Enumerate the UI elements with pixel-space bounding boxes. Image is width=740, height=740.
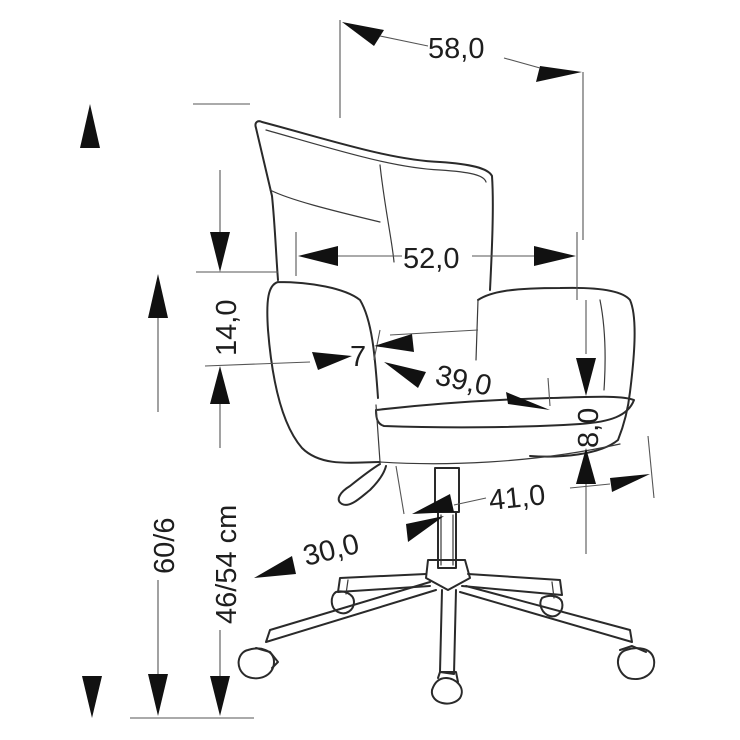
label-seat-depth: 39,0 (433, 360, 495, 403)
label-base-radius: 30,0 (300, 528, 363, 573)
chair-height-lever (337, 463, 387, 506)
arrow-base-radius-left (254, 556, 296, 578)
arrow-armrest-7-right (374, 334, 414, 352)
chair-star-base (265, 559, 633, 675)
arrow-overall-height-bottom (82, 676, 102, 718)
chair-drawing (237, 120, 656, 705)
arrow-seat-width-right (534, 246, 576, 266)
dimension-labels: 58,0 52,0 14,0 7 39,0 8,0 41,0 30,0 46/5… (149, 33, 605, 624)
arrow-armrest-height-bottom (148, 674, 168, 716)
label-armrest-height: 60/6 (149, 518, 181, 574)
arrow-total-width-left (342, 22, 384, 46)
chair-seat-cushion (375, 395, 635, 429)
arrow-base-radius-right (406, 516, 444, 542)
extension-lines (130, 20, 655, 719)
label-total-depth: 41,0 (487, 479, 546, 517)
dimension-arrows (80, 22, 650, 718)
arrow-armrest-height-top (148, 274, 168, 318)
label-armrest-7: 7 (350, 341, 366, 373)
chair-right-armrest (477, 286, 636, 458)
chair-backrest (254, 120, 494, 291)
arrow-overall-height-top (80, 104, 100, 148)
chair-backrest-inner (265, 129, 487, 263)
arrow-seat-thickness-bottom (576, 448, 596, 484)
arrow-seat-width-left (298, 246, 338, 266)
arrow-total-depth-right (610, 474, 650, 492)
label-seat-thickness: 8,0 (573, 408, 605, 448)
label-seat-width: 52,0 (403, 243, 459, 275)
arrow-seat-depth-left (384, 362, 426, 388)
arrow-seat-depth-right (506, 392, 550, 410)
arrow-seat-height-bottom (210, 676, 230, 716)
label-seat-height: 46/54 cm (211, 505, 243, 624)
arrow-armrest-7-left (312, 352, 352, 370)
arrow-total-width-right (536, 66, 582, 82)
label-backrest-height: 14,0 (211, 300, 243, 356)
chair-left-armrest (266, 281, 381, 464)
arrow-seat-thickness-top (576, 358, 596, 396)
label-total-width: 58,0 (428, 33, 484, 65)
arrow-total-depth-left (412, 494, 454, 514)
chair-casters (237, 590, 656, 705)
arrow-backrest-top (210, 232, 230, 272)
arrow-backrest-bottom (210, 366, 230, 404)
